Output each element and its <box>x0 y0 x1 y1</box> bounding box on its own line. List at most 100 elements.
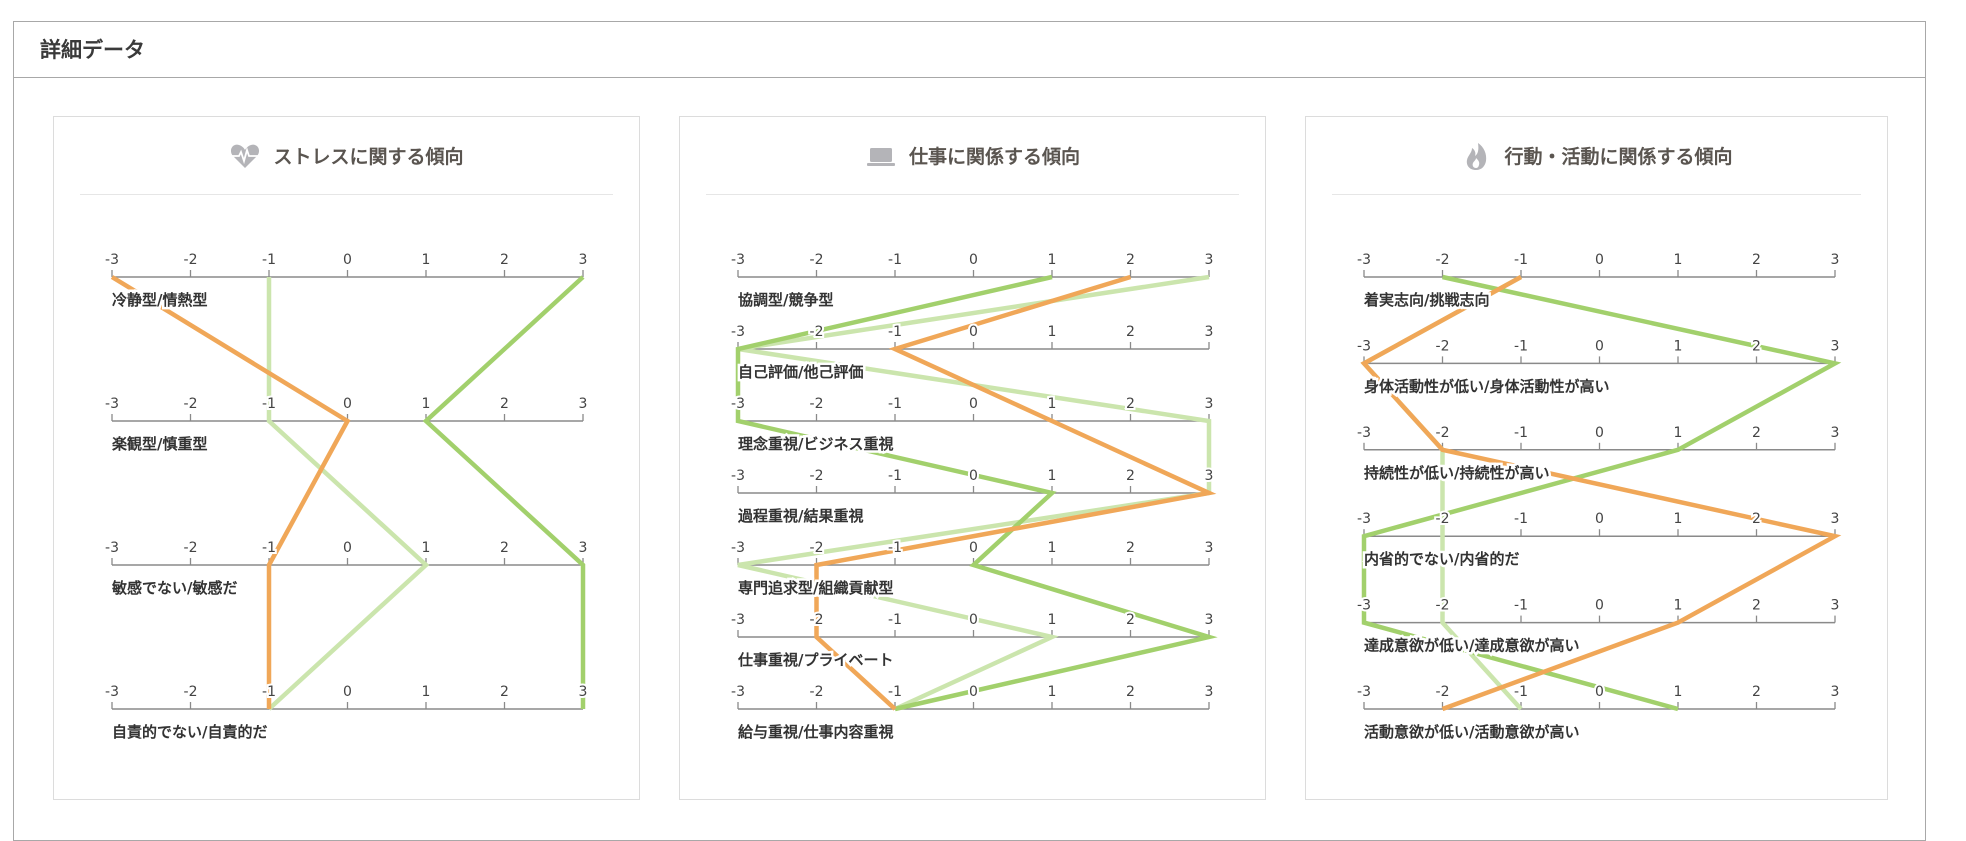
panel-title: ストレスに関する傾向 <box>273 146 464 168</box>
tick-label: 2 <box>1752 338 1761 354</box>
tick-label: 0 <box>1595 598 1604 614</box>
tick-label: 1 <box>1048 396 1057 412</box>
heartbeat-icon <box>231 144 260 168</box>
tick-label: -3 <box>1357 425 1371 441</box>
tick-label: 0 <box>1595 338 1604 354</box>
tick-label: -1 <box>1514 425 1528 441</box>
tick-label: -1 <box>888 612 902 628</box>
row-label: 過程重視/結果重視 <box>737 507 863 525</box>
tick-label: 2 <box>500 252 509 268</box>
row-label: 冷静型/情熱型 <box>112 291 207 309</box>
tick-label: 2 <box>1752 425 1761 441</box>
tick-label: -2 <box>810 396 824 412</box>
tick-label: -1 <box>1514 684 1528 700</box>
panel-header: ストレスに関する傾向 <box>80 117 613 195</box>
laptop-icon <box>866 147 895 166</box>
tick-label: -2 <box>1436 598 1450 614</box>
series-lines <box>735 274 1218 712</box>
tick-label: -3 <box>1357 338 1371 354</box>
tick-label: 2 <box>1126 396 1135 412</box>
panel-title: 行動・活動に関係する傾向 <box>1504 146 1733 168</box>
tick-label: 3 <box>1205 252 1214 268</box>
tick-label: -2 <box>810 252 824 268</box>
tick-label: -1 <box>1514 252 1528 268</box>
series-green <box>735 274 1218 712</box>
tick-label: -2 <box>1436 338 1450 354</box>
row-label: 着実志向/挑戦志向 <box>1363 291 1489 309</box>
tick-label: 1 <box>1674 511 1683 527</box>
tick-label: -2 <box>1436 511 1450 527</box>
tick-label: 3 <box>579 684 588 700</box>
tick-label: 3 <box>579 540 588 556</box>
tick-label: 3 <box>1831 511 1840 527</box>
tick-label: -2 <box>810 612 824 628</box>
tick-label: 0 <box>343 684 352 700</box>
tick-label: -2 <box>184 252 198 268</box>
tick-label: -1 <box>1514 511 1528 527</box>
tick-label: -2 <box>810 684 824 700</box>
tick-label: 3 <box>1831 252 1840 268</box>
labels: -3 -2 -1 0 1 2 3 着実志向/挑戦志向 -3 -2 -1 0 1 2 3 身体活動性が低い/身体… <box>1355 250 1841 744</box>
tick-label: 2 <box>1126 684 1135 700</box>
tick-label: -2 <box>810 324 824 340</box>
row-label: 内省的でない/内省的だ <box>1364 550 1519 568</box>
row-label: 自責的でない/自責的だ <box>112 723 267 741</box>
series-orange <box>1360 275 1842 712</box>
tick-label: -1 <box>888 468 902 484</box>
row-label: 持続性が低い/持続性が高い <box>1364 464 1549 482</box>
tick-label: -2 <box>1436 684 1450 700</box>
section-header: 詳細データ <box>14 22 1925 78</box>
tick-label: -1 <box>262 252 276 268</box>
tick-label: 2 <box>1126 324 1135 340</box>
tick-label: 1 <box>1048 612 1057 628</box>
row-label: 敏感でない/敏感だ <box>111 579 237 597</box>
row-label: 身体活動性が低い/身体活動性が高い <box>1364 377 1609 395</box>
tick-label: 1 <box>422 684 431 700</box>
tick-label: 0 <box>1595 511 1604 527</box>
series-lines <box>110 275 586 711</box>
tick-label: -3 <box>1357 598 1371 614</box>
tick-label: -1 <box>262 684 276 700</box>
tick-label: 3 <box>1205 612 1214 628</box>
tick-label: 0 <box>969 252 978 268</box>
tick-label: 0 <box>343 540 352 556</box>
row-label: 自己評価/他己評価 <box>738 363 863 381</box>
tick-label: -1 <box>262 540 276 556</box>
tick-label: -1 <box>1514 598 1528 614</box>
tick-label: -3 <box>105 396 119 412</box>
tick-label: 2 <box>1752 511 1761 527</box>
tick-label: 1 <box>1674 425 1683 441</box>
tick-label: -1 <box>888 540 902 556</box>
tick-label: 1 <box>1048 252 1057 268</box>
activity-tendency-panel: 行動・活動に関係する傾向 -3 -2 -1 0 1 2 3 着実志向/挑戦志向 -3 -2 -1 0 1… <box>1305 116 1888 800</box>
tick-label: 1 <box>1048 540 1057 556</box>
tick-label: -3 <box>1357 684 1371 700</box>
tick-label: 3 <box>1831 598 1840 614</box>
tick-label: -3 <box>1357 252 1371 268</box>
row-label: 楽観型/慎重型 <box>112 435 207 453</box>
tick-label: 1 <box>422 396 431 412</box>
tick-label: 3 <box>1831 425 1840 441</box>
tick-label: 1 <box>1674 252 1683 268</box>
tick-label: -3 <box>105 252 119 268</box>
tick-label: 2 <box>1752 684 1761 700</box>
tick-label: 3 <box>1205 396 1214 412</box>
tick-label: -2 <box>810 540 824 556</box>
tick-label: 0 <box>1595 425 1604 441</box>
tick-label: 1 <box>422 252 431 268</box>
tick-label: 2 <box>1126 468 1135 484</box>
tick-label: -2 <box>184 540 198 556</box>
tick-label: 0 <box>343 252 352 268</box>
tick-label: 1 <box>1674 338 1683 354</box>
tick-label: 0 <box>969 612 978 628</box>
tick-label: 1 <box>1674 598 1683 614</box>
tick-label: 2 <box>1126 540 1135 556</box>
row-label: 給与重視/仕事内容重視 <box>738 723 893 741</box>
tick-label: -3 <box>731 612 745 628</box>
tick-label: -2 <box>184 396 198 412</box>
